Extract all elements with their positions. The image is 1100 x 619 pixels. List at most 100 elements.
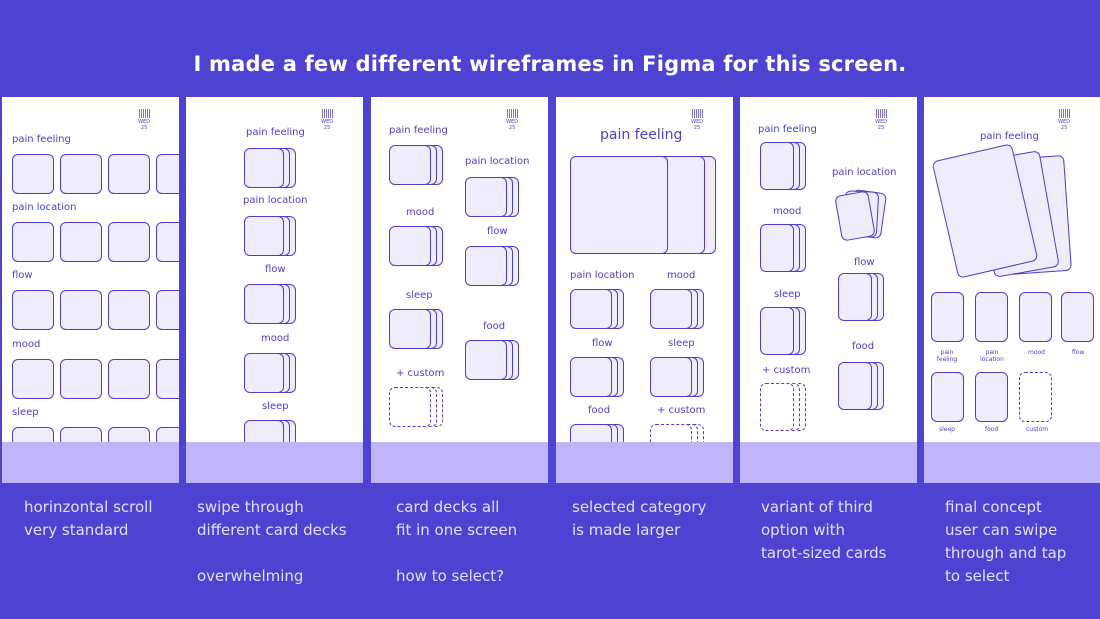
- bottom-band: [740, 442, 917, 483]
- deck-card[interactable]: [760, 224, 794, 272]
- category-card[interactable]: [1061, 292, 1094, 342]
- category-label: flow: [12, 270, 33, 281]
- option-card[interactable]: [108, 222, 150, 262]
- deck-card[interactable]: [389, 309, 431, 349]
- wireframe-horizontal-scroll: |||||| WED 25 pain feeling pain location…: [2, 97, 179, 483]
- deck-card[interactable]: [465, 340, 507, 380]
- deck-card[interactable]: [570, 357, 612, 397]
- option-card[interactable]: [156, 154, 179, 194]
- deck-card[interactable]: [244, 216, 284, 256]
- signal-bars-icon: ||||||: [506, 109, 519, 119]
- category-label: pain feeling: [389, 125, 448, 136]
- caption-swipe-decks: swipe through different card decks overw…: [197, 498, 347, 585]
- category-label: food: [985, 426, 999, 433]
- category-label: sleep: [668, 338, 695, 349]
- option-card[interactable]: [60, 154, 102, 194]
- option-card[interactable]: [156, 222, 179, 262]
- category-label: pain feeling: [936, 349, 958, 363]
- bottom-band: [186, 442, 363, 483]
- option-card[interactable]: [60, 359, 102, 399]
- category-label: food: [483, 321, 506, 332]
- option-card[interactable]: [156, 290, 179, 330]
- selected-deck-card[interactable]: [570, 156, 668, 254]
- deck-card[interactable]: [570, 289, 612, 329]
- category-label: sleep: [774, 289, 801, 300]
- category-card[interactable]: [975, 372, 1008, 422]
- option-card[interactable]: [108, 290, 150, 330]
- option-card[interactable]: [108, 154, 150, 194]
- selected-category-title: pain feeling: [980, 131, 1039, 142]
- bottom-band: [556, 442, 733, 483]
- category-label: pain location: [570, 270, 635, 281]
- bottom-band: [371, 442, 548, 483]
- caption-tarot-variant: variant of third option with tarot-sized…: [761, 498, 887, 562]
- custom-label: + custom: [657, 405, 706, 416]
- category-label: flow: [592, 338, 613, 349]
- category-label: sleep: [12, 407, 39, 418]
- option-card[interactable]: [60, 222, 102, 262]
- deck-card[interactable]: [389, 145, 431, 185]
- category-label: pain feeling: [12, 134, 71, 145]
- deck-card[interactable]: [760, 307, 794, 355]
- category-label: pain location: [465, 156, 530, 167]
- custom-deck-card[interactable]: [389, 387, 431, 427]
- option-card[interactable]: [12, 359, 54, 399]
- deck-card[interactable]: [244, 148, 284, 188]
- deck-card[interactable]: [465, 246, 507, 286]
- category-label: pain location: [832, 167, 897, 178]
- category-card[interactable]: [1019, 292, 1052, 342]
- category-card[interactable]: [975, 292, 1008, 342]
- category-label: pain location: [980, 349, 1004, 363]
- wireframe-all-decks: |||||| WED 25 pain feeling pain location…: [371, 97, 548, 483]
- bottom-band: [2, 442, 179, 483]
- deck-card[interactable]: [838, 273, 872, 321]
- category-label: mood: [261, 333, 290, 344]
- category-label: custom: [1026, 426, 1049, 433]
- deck-card[interactable]: [650, 357, 692, 397]
- signal-bars-icon: ||||||: [875, 109, 888, 119]
- option-card[interactable]: [12, 154, 54, 194]
- deck-card[interactable]: [650, 289, 692, 329]
- deck-card[interactable]: [244, 353, 284, 393]
- bottom-band: [924, 442, 1100, 483]
- custom-category-card[interactable]: [1019, 372, 1052, 422]
- category-label: flow: [487, 226, 508, 237]
- category-label: pain location: [12, 202, 77, 213]
- category-label: pain location: [243, 195, 308, 206]
- status-bar: |||||| WED 25: [875, 109, 888, 131]
- category-label: sleep: [406, 290, 433, 301]
- slide-title: I made a few different wireframes in Fig…: [193, 52, 907, 76]
- deck-card[interactable]: [838, 362, 872, 410]
- status-bar: |||||| WED 25: [691, 109, 704, 131]
- custom-label: + custom: [762, 365, 811, 376]
- option-card[interactable]: [12, 222, 54, 262]
- category-label: mood: [1028, 349, 1045, 356]
- category-label: flow: [1072, 349, 1085, 356]
- wireframe-tarot-variant: |||||| WED 25 pain feeling pain location…: [740, 97, 917, 483]
- wireframe-swipe-decks: |||||| WED 25 pain feeling pain location…: [186, 97, 363, 483]
- signal-bars-icon: ||||||: [691, 109, 704, 119]
- custom-deck-card[interactable]: [760, 383, 794, 431]
- category-label: flow: [265, 264, 286, 275]
- deck-card[interactable]: [389, 226, 431, 266]
- caption-all-decks: card decks all fit in one screen how to …: [396, 498, 518, 585]
- option-card[interactable]: [108, 359, 150, 399]
- deck-card[interactable]: [465, 177, 507, 217]
- category-label: mood: [406, 207, 435, 218]
- option-card[interactable]: [156, 359, 179, 399]
- category-label: mood: [12, 339, 41, 350]
- status-bar: |||||| WED 25: [506, 109, 519, 131]
- option-card[interactable]: [12, 290, 54, 330]
- deck-card[interactable]: [244, 284, 284, 324]
- category-label: sleep: [262, 401, 289, 412]
- category-card[interactable]: [931, 372, 964, 422]
- category-label: sleep: [939, 426, 955, 433]
- category-label: pain feeling: [246, 127, 305, 138]
- caption-selected-larger: selected category is made larger: [572, 498, 707, 539]
- category-label: food: [852, 341, 875, 352]
- category-card[interactable]: [931, 292, 964, 342]
- deck-card[interactable]: [760, 142, 794, 190]
- category-label: mood: [667, 270, 696, 281]
- category-label: flow: [854, 257, 875, 268]
- option-card[interactable]: [60, 290, 102, 330]
